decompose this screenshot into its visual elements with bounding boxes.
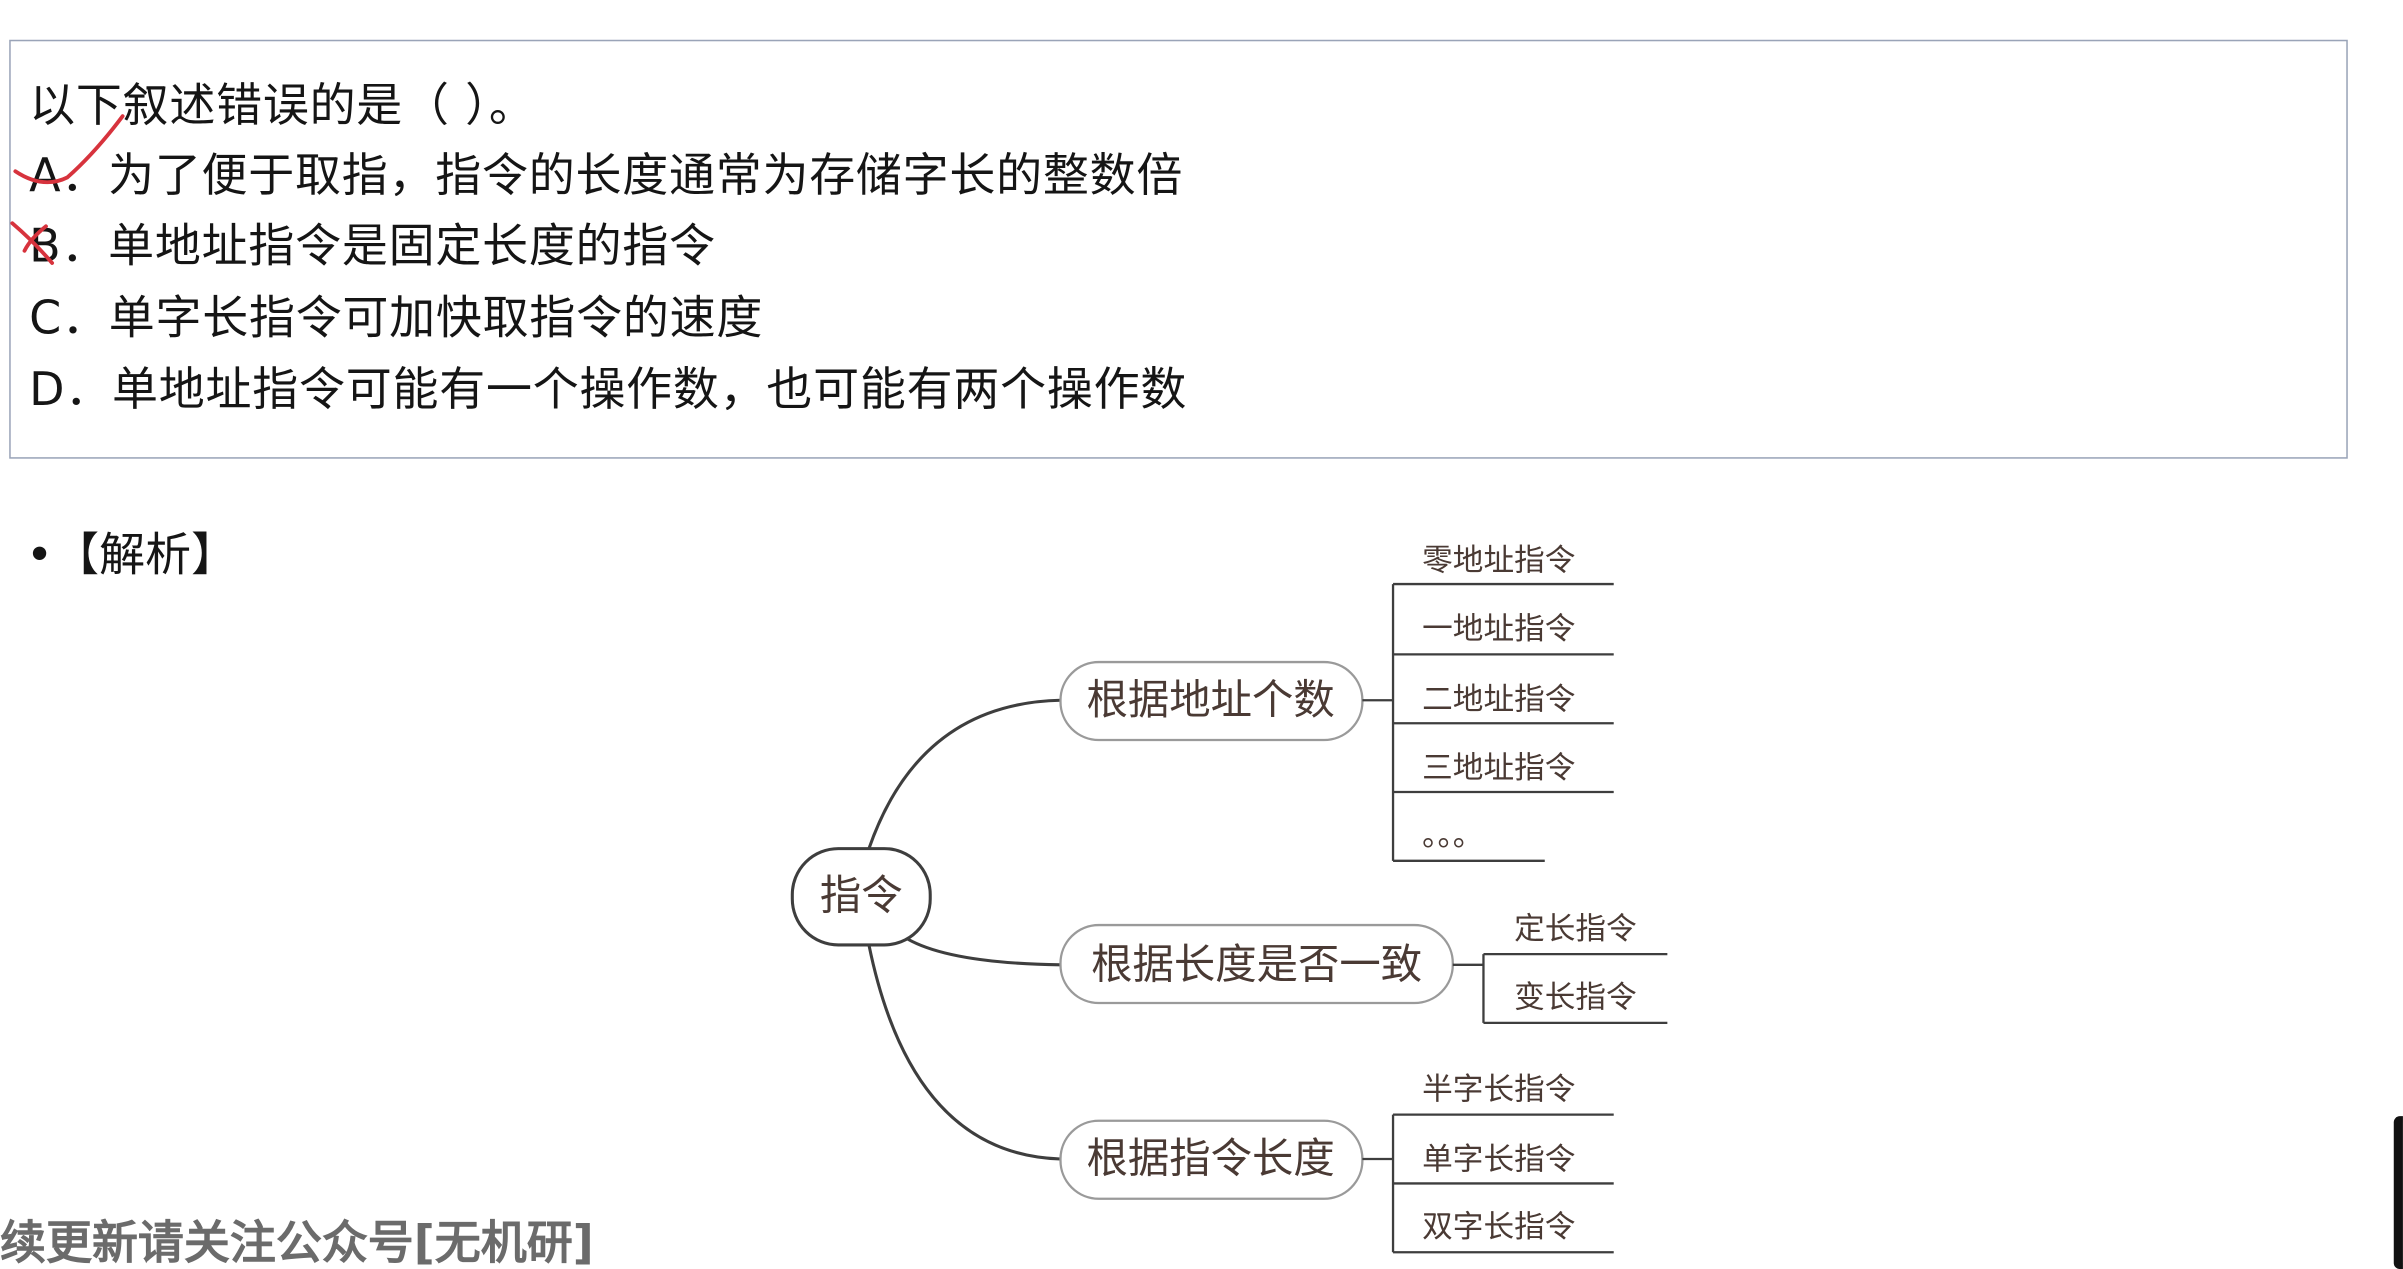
branch-label-instruction-length: 根据指令长度 (1087, 1135, 1335, 1183)
leaf-three-address: 三地址指令 (1422, 751, 1575, 786)
option-d: D．单地址指令可能有一个操作数，也可能有两个操作数 (29, 363, 1188, 418)
check-mark-b (10, 221, 55, 265)
leaf-fixed-length: 定长指令 (1514, 912, 1637, 947)
question-box (9, 39, 2348, 459)
branch-label-length-consistency: 根据长度是否一致 (1091, 941, 1422, 989)
window-edge (2393, 1116, 2403, 1269)
check-mark-a (13, 114, 125, 185)
option-c: C．单字长指令可加快取指令的速度 (29, 292, 764, 346)
connector-root-branch2 (906, 937, 1061, 967)
analysis-label: •【解析】 (26, 529, 238, 583)
leaf-two-address: 二地址指令 (1422, 682, 1575, 717)
leaf-double-word: 双字长指令 (1422, 1210, 1575, 1245)
root-label: 指令 (820, 872, 903, 920)
connector-root-branch1 (867, 698, 1061, 850)
leaf-ellipsis: 。。。 (1422, 819, 1483, 854)
leaf-half-word: 半字长指令 (1422, 1072, 1575, 1107)
branch-label-address-count: 根据地址个数 (1087, 676, 1335, 724)
connector-root-branch3 (867, 944, 1061, 1161)
question-stem: 以下叙述错误的是（ ）。 (29, 79, 536, 134)
watermark-bottom: 续更新请关注公众号[无机研] (0, 1217, 594, 1269)
leaf-zero-address: 零地址指令 (1422, 543, 1575, 578)
leaf-variable-length: 变长指令 (1514, 981, 1637, 1016)
option-b: B．单地址指令是固定长度的指令 (29, 220, 716, 274)
leaf-one-address: 一地址指令 (1422, 612, 1575, 647)
option-a: A．为了便于取指，指令的长度通常为存储字长的整数倍 (29, 149, 1184, 204)
root-node (790, 847, 932, 947)
leaf-single-word: 单字长指令 (1422, 1143, 1575, 1178)
